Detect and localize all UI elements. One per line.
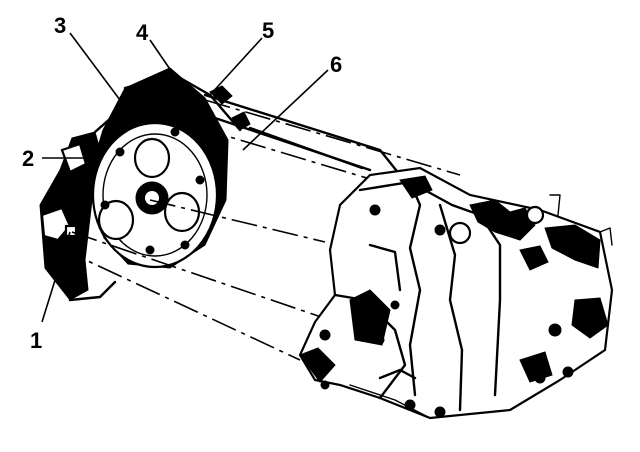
leader-1: [41, 231, 71, 323]
case-port: [448, 221, 472, 245]
callout-2: 2: [22, 146, 34, 171]
transaxle-upper-housing: [203, 85, 402, 177]
flexplate-hole-right: [163, 191, 201, 233]
flexplate-hole-top: [133, 137, 171, 179]
callout-3: 3: [54, 13, 66, 38]
leader-4: [149, 39, 177, 79]
flexplate: [91, 67, 242, 269]
callout-6: 6: [330, 52, 342, 77]
flexplate-hole-left: [97, 199, 135, 241]
transaxle-case: [298, 166, 614, 420]
leader-6: [242, 69, 329, 151]
leader-5: [209, 37, 263, 96]
callout-5: 5: [262, 18, 274, 43]
dowel-hole: [64, 224, 78, 238]
leader-3: [69, 32, 121, 101]
alignment-lines: [59, 99, 461, 361]
callout-labels: 3 4 5 6 2 1: [22, 13, 342, 353]
callout-1: 1: [30, 328, 42, 353]
leader-lines: [41, 32, 329, 323]
callout-4: 4: [136, 20, 149, 45]
